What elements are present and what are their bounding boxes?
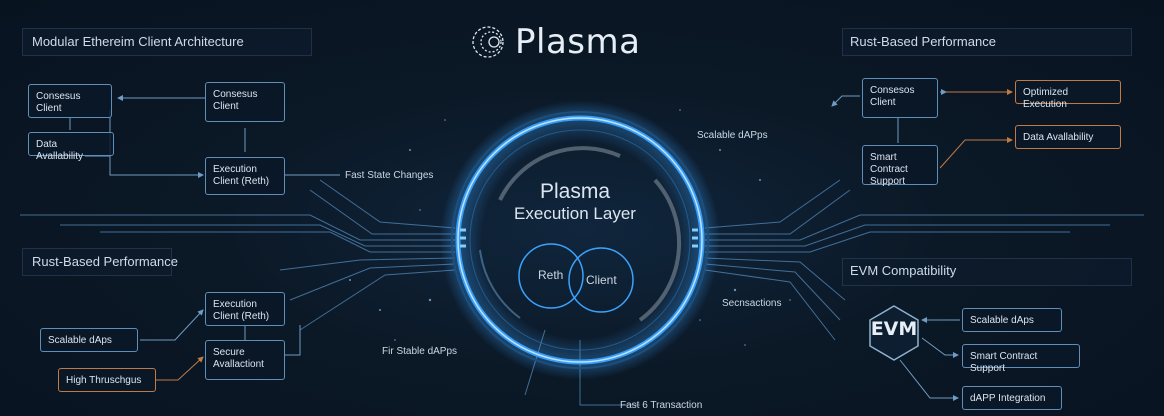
label-scalable-dapps-top: Scalable dAPps [697, 130, 768, 141]
panel-evm-compatibility-title: EVM Compatibility [850, 263, 957, 278]
box-optimized-execution: Optimized Execution [1015, 80, 1121, 110]
panel-rust-performance-right [842, 28, 1132, 56]
box-scalable-dapps-left: Scalable dAps [40, 328, 138, 352]
box-consensus-client-right: Consesus Client [205, 82, 285, 122]
box-scalable-dapps-br: Scalable dAps [962, 308, 1062, 332]
box-secure-availability: Secure Avallactiont [205, 340, 285, 380]
box-data-availability-left: Data Avallability [28, 132, 114, 162]
label-fast-state-changes: Fast State Changes [345, 170, 434, 181]
panel-rust-performance-right-title: Rust-Based Performance [850, 34, 996, 49]
core-title-line1: Plasma [539, 180, 611, 203]
panel-modular-architecture-title: Modular Ethereim Client Architecture [32, 34, 244, 49]
box-consensus-client-tr: Consesos Client [862, 78, 938, 118]
box-data-availability-tr: Data Avallability [1015, 125, 1121, 149]
box-execution-client-bottom: Execution Client (Reth) [205, 292, 285, 326]
box-smart-contract-tr: Smart Contract Support [862, 145, 938, 187]
box-consensus-client-left: Consesus Client [28, 84, 112, 118]
panel-evm-compatibility [842, 258, 1132, 286]
label-fast-transaction: Fast 6 Transaction [620, 400, 703, 411]
panel-modular-architecture [22, 28, 312, 56]
label-fir-stable-dapps: Fir Stable dAPps [382, 346, 458, 357]
box-high-throughput: High Thruschgus [58, 368, 156, 392]
venn-left-label: Reth [538, 268, 564, 282]
plasma-logo-text: Plasma [515, 22, 641, 62]
venn-right-label: Client [586, 273, 617, 287]
box-execution-client-top: Execution Client (Reth) [205, 157, 285, 195]
core-title-line2: Execution Layer [514, 204, 636, 223]
label-secnsactions: Secnsactions [722, 298, 782, 309]
box-dapp-integration: dAPP Integration [962, 386, 1062, 410]
panel-rust-performance-left-title: Rust-Based Performance [32, 254, 178, 269]
evm-hexagon-label: EVM [870, 318, 918, 340]
box-smart-contract-br: Smart Contract Support [962, 344, 1080, 374]
panel-rust-performance-left [22, 248, 172, 276]
